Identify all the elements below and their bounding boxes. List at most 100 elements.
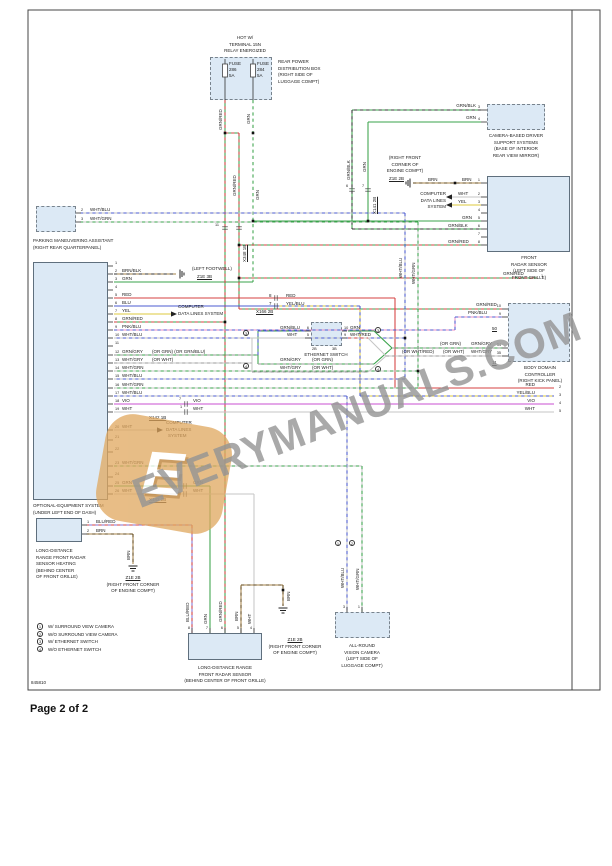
wire-label: GRN [350,325,360,330]
component-label: VISION CAMERA [344,649,380,655]
wire-label: BLU/RED [96,519,116,524]
wire-label: WHT [122,488,133,493]
fuse-header: TERMINAL 15N [228,41,262,47]
legend-option-circle: 3 [36,638,44,645]
wire-label: WHT [287,332,298,337]
pin-number: 8 [187,626,190,630]
wire-label: WHT [193,406,204,411]
pin-number: 6 [477,224,480,228]
splice-dot [223,320,227,324]
pin-number: 4 [477,208,480,212]
wire-label: GRN/GRY [471,341,492,346]
wire-label: BRN [126,550,131,560]
option-circle: 3 [242,329,250,337]
ref-number: 11 [492,360,497,365]
pin-number: 3B [332,347,337,351]
pin-number: 21 [115,435,120,439]
component-label: ETHERNET SWITCH [304,352,348,357]
wire-label: (OR WHT/RED) [402,349,434,354]
component-label: REAR POWER [278,59,309,64]
option-circle: 4 [374,365,382,373]
connector-label: X166 2B [256,309,274,314]
pin-number: 18 [115,399,120,403]
legend-option-circle: 2 [36,630,44,637]
wire-label: WHT/GRN [122,365,144,370]
pin-number: 6 [306,326,309,330]
wire-label: GRN [122,276,132,281]
fuse-label: 5A [229,73,235,78]
ref-number: 50 [492,326,498,331]
wire-label: WHT [524,406,535,411]
wire-label: WHT/GRN [355,568,360,591]
pin-number: 7 [115,309,118,313]
wire-label: BLU [122,300,131,305]
wire-label: WHT/BLU [122,373,143,378]
pin-number: 2 [477,192,480,196]
ground-label: (RIGHT FRONT [388,155,422,160]
ground-label: OF ENGINE COMPT) [111,588,155,593]
wire-label: GRN [255,190,260,200]
fuse-label: FUSE [229,61,242,66]
pin-number: 6 [220,626,223,630]
pin-number: 5 [477,216,480,220]
wire-label: VIO [193,398,201,403]
component-label: FRONT [521,255,537,260]
wire-label: PNK/BLU [468,310,488,315]
component-label: (UNDER LEFT END OF DASH) [33,509,97,515]
data-flow-arrow-icon [446,202,452,208]
pin-number: 7 [362,184,365,188]
wire-label: WHT/RED [350,332,371,337]
wire-label: GRN/GRY [280,357,301,362]
ground-label: (LEFT FOOTWELL) [192,266,232,271]
wire-label: RED [525,382,535,387]
wire-label: BRN/BLK [122,268,142,273]
wire-label: BLU/RED [185,602,190,622]
pin-number: 35 [496,351,501,355]
system-label: SYSTEM [427,204,446,209]
pin-number: 2 [81,208,84,212]
long-distance-sensor-box [188,633,262,660]
splice-dot [416,369,420,373]
wire-label: GRN [362,162,367,172]
fuse-icon [222,63,228,78]
splice-dot [237,276,241,280]
wire-label: WHT/BLU [122,332,143,337]
splice-dot [403,336,407,340]
system-label: DATA LINES SYSTEM [178,310,224,316]
parking-assistant-box [36,206,76,232]
pin-number: 19 [115,407,120,411]
wire-label: (OR WHT) [312,365,334,370]
splice-dot [251,219,255,223]
front-radar-sensor-box [487,176,570,252]
pin-number: 1 [357,605,360,609]
radar-heating-box [36,518,82,542]
pin-number: 3 [477,105,480,109]
component-label: RADAR SENSOR [510,261,548,267]
pin-number: 4 [249,626,252,630]
pin-number: 8 [115,317,118,321]
component-label: ALL-ROUND [348,643,376,648]
option-circle: 2 [348,539,356,547]
system-label: SYSTEM [168,433,187,438]
wire-label: (OR WHT) [152,357,174,362]
pin-number: 7 [205,626,208,630]
wire-label: VIO [122,398,130,403]
component-label: RANGE FRONT RADAR [36,554,86,560]
component-label: DISTRIBUTION BOX [278,65,321,71]
wire-label: GRN/RED [218,109,223,130]
component-label: PARKING MANEUVERING ASSISTANT [33,238,114,243]
wire-label: PNK/BLU [122,324,142,329]
wire-label: GRN/RED [232,175,237,196]
wire-label: WHT/GRY [471,349,493,354]
fuse-label: FUSE [257,61,270,66]
pin-number: 24 [115,472,120,476]
ethernet-switch-box [311,322,342,346]
wire-label: VIO [527,398,535,403]
all-round-camera-box [335,612,390,638]
wire-label: WHT [247,613,252,624]
ground-label: (RIGHT FRONT CORNER [268,643,322,649]
wire-label: WHT/GRN [90,216,112,221]
splice-dot [237,243,241,247]
pin-number: 1 [180,405,183,409]
